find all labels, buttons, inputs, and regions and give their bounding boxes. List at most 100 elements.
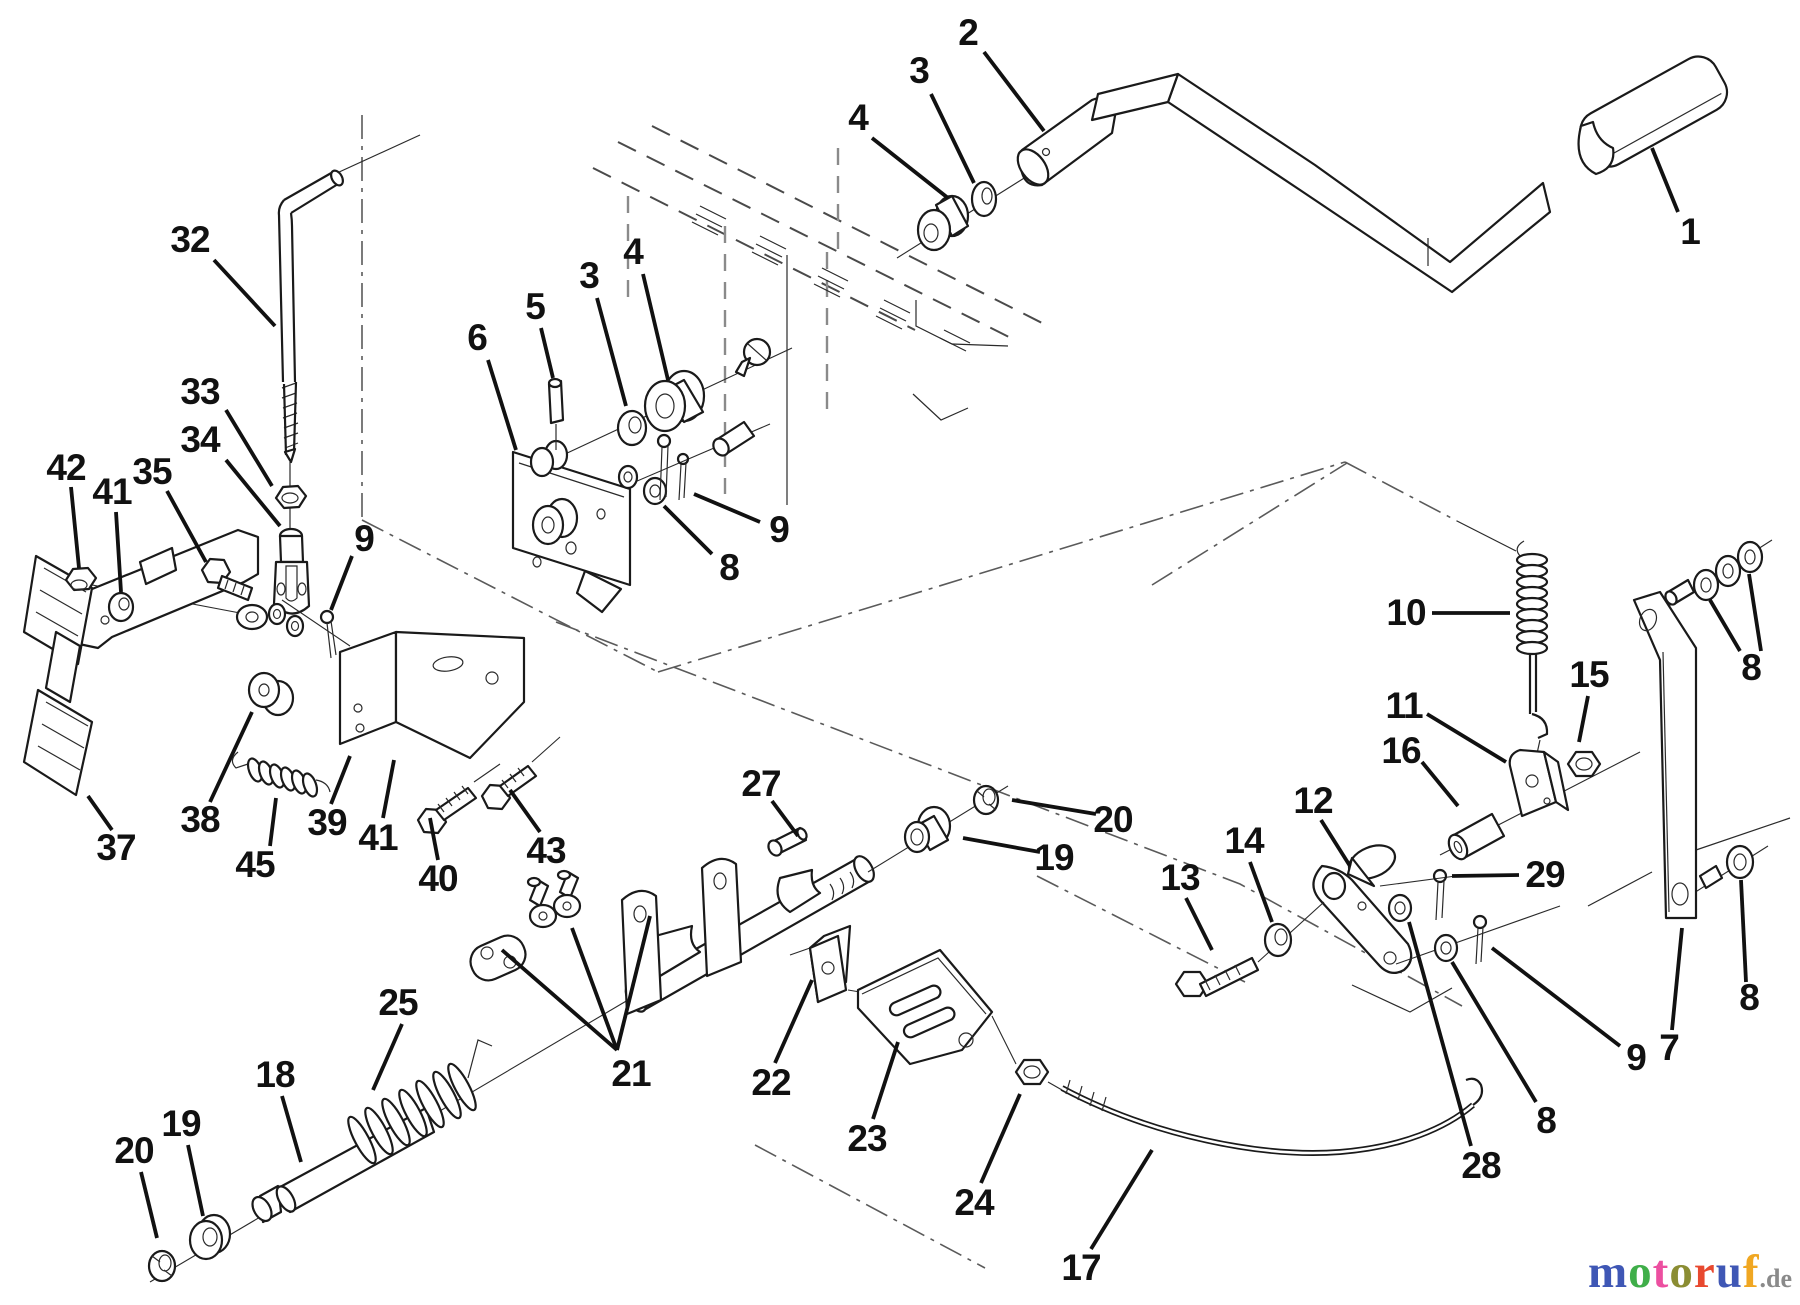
leader-line-7 [1670,927,1684,1031]
motoruf-logo-tld: .de [1759,1264,1793,1293]
leader-line-39 [329,755,352,805]
callout-21: 21 [611,1053,651,1094]
callout-5: 5 [525,286,546,327]
leader-line-9 [1490,946,1622,1048]
leader-line-16 [1420,760,1460,808]
leader-line-28 [1407,921,1473,1147]
callout-18: 18 [255,1054,295,1095]
leader-line-21 [570,927,619,1051]
callout-17: 17 [1061,1247,1101,1288]
callout-38: 38 [180,799,220,840]
motoruf-logo-letter: r [1693,1246,1716,1298]
leader-line-8 [1708,599,1742,652]
leader-line-33 [224,409,274,487]
callout-35: 35 [132,451,172,492]
bar-7-assembly [1632,539,1773,920]
leader-line-41 [381,759,396,819]
callout-41: 41 [92,471,132,512]
leader-line-24 [979,1093,1022,1184]
leader-lines [69,50,1763,1250]
callout-3: 3 [579,255,600,296]
callout-32: 32 [170,219,210,260]
motoruf-logo-letter: o [1628,1246,1653,1298]
leader-line-1 [1650,147,1680,213]
leader-line-38 [208,711,254,803]
leader-line-8 [1739,879,1748,983]
chain-links [469,869,582,982]
leader-line-14 [1248,861,1274,923]
callout-11: 11 [1385,685,1423,726]
callout-22: 22 [751,1062,791,1103]
callout-16: 16 [1381,730,1421,771]
leader-line-19 [186,1144,205,1217]
pedal-assembly [22,134,421,798]
callout-15: 15 [1569,654,1609,695]
leader-line-15 [1577,695,1590,743]
callout-19: 19 [1034,837,1074,878]
leader-line-8 [1450,961,1538,1103]
callout-1: 1 [1680,211,1701,252]
hidden-frame [592,125,1049,505]
leader-line-3 [929,93,976,184]
leader-line-41 [114,511,123,593]
leader-line-40 [428,817,440,861]
leader-line-17 [1089,1149,1154,1250]
callout-20: 20 [1093,799,1133,840]
motoruf-logo-letter: t [1652,1246,1670,1298]
callout-40: 40 [418,858,458,899]
callout-29: 29 [1525,854,1565,895]
cam-assembly [1174,540,1641,998]
callout-8: 8 [1741,647,1762,688]
leader-line-25 [371,1023,404,1091]
callout-39: 39 [307,802,347,843]
callout-8: 8 [719,547,740,588]
callout-9: 9 [1626,1037,1647,1078]
motoruf-logo-letter: u [1715,1246,1743,1298]
motoruf-logo-letter: f [1742,1246,1760,1298]
leader-line-22 [773,979,814,1064]
l-bracket-assembly [338,630,561,835]
leader-line-19 [962,836,1041,854]
callout-4: 4 [623,231,644,272]
leader-line-21 [615,915,652,1051]
leader-line-4 [870,136,950,200]
leader-line-27 [770,799,800,838]
callout-42: 42 [46,447,86,488]
leader-line-18 [280,1095,303,1163]
callout-7: 7 [1659,1027,1680,1068]
leader-line-23 [871,1041,900,1120]
leader-line-13 [1184,897,1214,951]
callout-13: 13 [1160,857,1200,898]
leader-line-20 [1011,798,1097,816]
callout-10: 10 [1386,592,1426,633]
leader-line-2 [982,50,1046,133]
leader-line-8 [1747,573,1763,652]
leader-line-12 [1319,818,1352,868]
callout-9: 9 [769,509,790,550]
leader-line-9 [329,555,354,611]
leader-line-21 [500,948,619,1052]
callout-20: 20 [114,1130,154,1171]
leader-line-34 [224,458,282,528]
leader-line-4 [641,273,670,381]
callout-2: 2 [958,12,979,53]
leader-line-6 [486,359,518,451]
callout-3: 3 [909,50,930,91]
callout-43: 43 [526,830,566,871]
leader-line-3 [595,297,628,407]
motoruf-logo[interactable]: motoruf.de [1588,1245,1792,1299]
callout-9: 9 [354,518,375,559]
motoruf-logo-letter: m [1588,1246,1629,1298]
leader-line-20 [139,1171,159,1239]
shaft-18-assembly [147,999,629,1283]
callout-8: 8 [1739,977,1760,1018]
leader-line-37 [86,794,114,832]
leader-line-43 [508,788,542,834]
callout-37: 37 [96,827,136,868]
leader-line-42 [69,486,81,569]
bracket-6-assembly [511,337,793,614]
callout-23: 23 [847,1118,887,1159]
callout-33: 33 [180,371,220,412]
